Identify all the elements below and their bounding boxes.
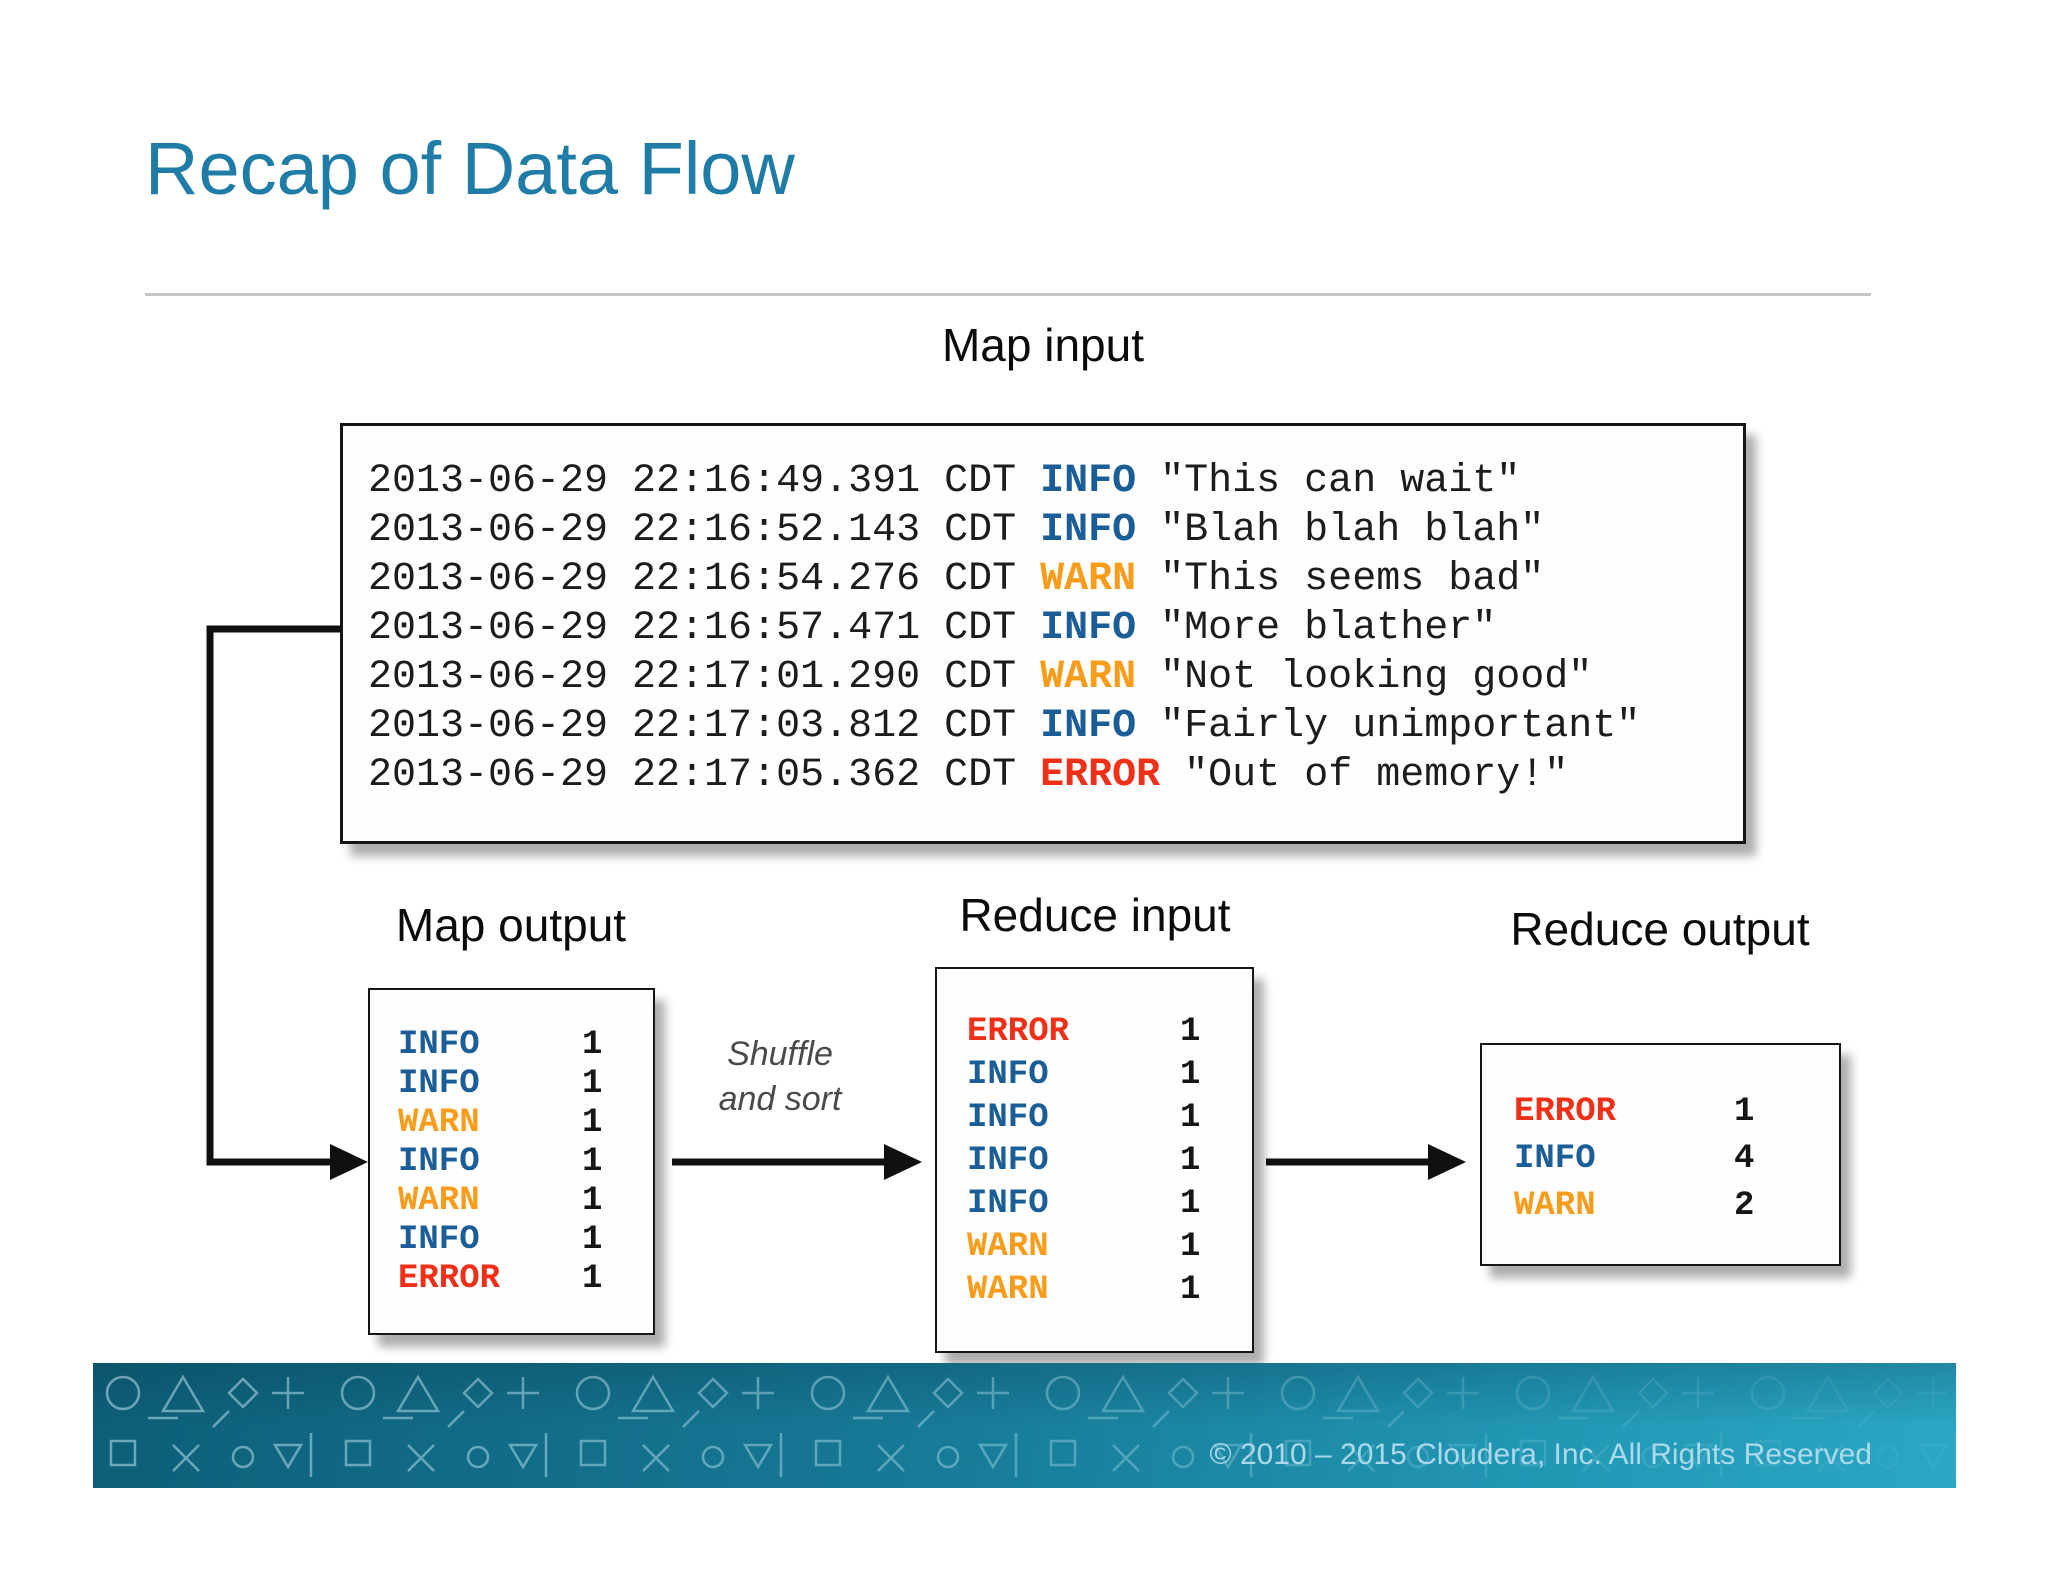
kv-row: INFO 4 xyxy=(1482,1136,1839,1183)
log-line: 2013-06-29 22:16:52.143 CDT INFO "Blah bla… xyxy=(368,506,1743,555)
map-input-label: Map input xyxy=(941,319,1144,371)
kv-key: WARN xyxy=(1514,1187,1596,1225)
kv-value: 1 xyxy=(1180,1185,1201,1223)
log-timestamp: 2013-06-29 22:17:05.362 CDT xyxy=(368,753,1017,798)
kv-row: ERROR 1 xyxy=(370,1260,653,1299)
kv-value: 1 xyxy=(582,1182,603,1220)
log-timestamp: 2013-06-29 22:16:57.471 CDT xyxy=(368,606,1017,651)
reduce-input-panel: ERROR 1 INFO 1 INFO 1 INFO 1 INFO 1 WARN 1 WAR… xyxy=(935,967,1254,1353)
arrow-mapinput-to-mapoutput xyxy=(206,625,341,1166)
kv-value: 4 xyxy=(1734,1140,1755,1178)
kv-value: 1 xyxy=(582,1260,603,1298)
log-timestamp: 2013-06-29 22:17:01.290 CDT xyxy=(368,655,1017,700)
log-level: WARN xyxy=(1040,655,1137,700)
log-level: INFO xyxy=(1040,459,1137,504)
kv-value: 1 xyxy=(582,1221,603,1259)
kv-key: WARN xyxy=(398,1104,480,1142)
footer-copyright: © 2010 – 2015 Cloudera, Inc. All Rights … xyxy=(1209,1438,1873,1471)
kv-value: 1 xyxy=(1180,1142,1201,1180)
kv-row: WARN 1 xyxy=(937,1269,1252,1312)
log-timestamp: 2013-06-29 22:16:49.391 CDT xyxy=(368,459,1017,504)
kv-row: INFO 1 xyxy=(937,1054,1252,1097)
reduce-input-label: Reduce input xyxy=(959,889,1231,941)
arrowhead-mapoutput-to-reduceinput xyxy=(884,1144,922,1180)
log-message: "This can wait" xyxy=(1160,459,1521,504)
log-timestamp: 2013-06-29 22:17:03.812 CDT xyxy=(368,704,1017,749)
log-timestamp: 2013-06-29 22:16:54.276 CDT xyxy=(368,557,1017,602)
log-level: INFO xyxy=(1040,606,1137,651)
log-message: "Blah blah blah" xyxy=(1160,508,1545,553)
map-output-panel: INFO 1 INFO 1 WARN 1 INFO 1 WARN 1 INFO 1 ERRO… xyxy=(368,988,655,1335)
kv-row: ERROR 1 xyxy=(937,1011,1252,1054)
log-timestamp: 2013-06-29 22:16:52.143 CDT xyxy=(368,508,1017,553)
shuffle-line2: and sort xyxy=(718,1080,842,1118)
shuffle-and-sort-caption: Shuffle and sort xyxy=(650,1032,910,1122)
kv-key: INFO xyxy=(967,1056,1049,1094)
kv-key: INFO xyxy=(398,1143,480,1181)
log-level: INFO xyxy=(1040,704,1137,749)
kv-row: INFO 1 xyxy=(937,1183,1252,1226)
log-message: "Not looking good" xyxy=(1160,655,1593,700)
kv-value: 1 xyxy=(1180,1056,1201,1094)
reduce-output-panel: ERROR 1 INFO 4 WARN 2 xyxy=(1480,1043,1841,1266)
kv-row: ERROR 1 xyxy=(1482,1089,1839,1136)
kv-value: 1 xyxy=(1180,1013,1201,1051)
kv-value: 1 xyxy=(582,1065,603,1103)
shuffle-line1: Shuffle xyxy=(727,1035,833,1073)
log-line: 2013-06-29 22:17:05.362 CDT ERROR "Out of … xyxy=(368,751,1743,800)
log-level: WARN xyxy=(1040,557,1137,602)
kv-value: 1 xyxy=(582,1026,603,1064)
title-divider xyxy=(145,293,1871,296)
kv-value: 1 xyxy=(582,1104,603,1142)
kv-row: INFO 1 xyxy=(370,1026,653,1065)
kv-key: INFO xyxy=(1514,1140,1596,1178)
kv-value: 1 xyxy=(582,1143,603,1181)
kv-key: INFO xyxy=(967,1185,1049,1223)
log-line: 2013-06-29 22:16:57.471 CDT INFO "More bla… xyxy=(368,604,1743,653)
kv-row: INFO 1 xyxy=(370,1065,653,1104)
arrowhead-reduceinput-to-reduceoutput xyxy=(1428,1144,1466,1180)
map-input-panel: 2013-06-29 22:16:49.391 CDT INFO "This can… xyxy=(340,423,1746,844)
reduce-output-label: Reduce output xyxy=(1510,903,1810,955)
page-title: Recap of Data Flow xyxy=(145,127,795,210)
kv-value: 2 xyxy=(1734,1187,1755,1225)
kv-key: WARN xyxy=(967,1228,1049,1266)
log-line: 2013-06-29 22:17:03.812 CDT INFO "Fairly u… xyxy=(368,702,1743,751)
kv-row: WARN 2 xyxy=(1482,1183,1839,1230)
log-message: "More blather" xyxy=(1160,606,1497,651)
log-message: "This seems bad" xyxy=(1160,557,1545,602)
log-message: "Fairly unimportant" xyxy=(1160,704,1641,749)
kv-key: INFO xyxy=(967,1142,1049,1180)
kv-key: INFO xyxy=(398,1221,480,1259)
map-output-label: Map output xyxy=(395,899,627,951)
log-line: 2013-06-29 22:17:01.290 CDT WARN "Not look… xyxy=(368,653,1743,702)
kv-key: WARN xyxy=(967,1271,1049,1309)
log-level: INFO xyxy=(1040,508,1137,553)
kv-row: INFO 1 xyxy=(370,1143,653,1182)
kv-row: WARN 1 xyxy=(370,1104,653,1143)
kv-row: WARN 1 xyxy=(370,1182,653,1221)
kv-key: ERROR xyxy=(398,1260,501,1298)
kv-value: 1 xyxy=(1180,1228,1201,1266)
kv-row: INFO 1 xyxy=(370,1221,653,1260)
log-level: ERROR xyxy=(1040,753,1161,798)
kv-row: INFO 1 xyxy=(937,1140,1252,1183)
kv-value: 1 xyxy=(1180,1099,1201,1137)
kv-key: INFO xyxy=(398,1026,480,1064)
kv-value: 1 xyxy=(1734,1093,1755,1131)
footer-band: © 2010 – 2015 Cloudera, Inc. All Rights … xyxy=(93,1363,1956,1488)
kv-row: INFO 1 xyxy=(937,1097,1252,1140)
kv-row: WARN 1 xyxy=(937,1226,1252,1269)
kv-value: 1 xyxy=(1180,1271,1201,1309)
kv-key: ERROR xyxy=(1514,1093,1617,1131)
kv-key: INFO xyxy=(398,1065,480,1103)
footer-pattern-decoration xyxy=(93,1363,1956,1488)
kv-key: ERROR xyxy=(967,1013,1070,1051)
log-message: "Out of memory!" xyxy=(1184,753,1569,798)
kv-key: INFO xyxy=(967,1099,1049,1137)
log-line: 2013-06-29 22:16:49.391 CDT INFO "This can… xyxy=(368,457,1743,506)
kv-key: WARN xyxy=(398,1182,480,1220)
arrowhead-mapinput-to-mapoutput xyxy=(330,1144,368,1180)
log-line: 2013-06-29 22:16:54.276 CDT WARN "This see… xyxy=(368,555,1743,604)
